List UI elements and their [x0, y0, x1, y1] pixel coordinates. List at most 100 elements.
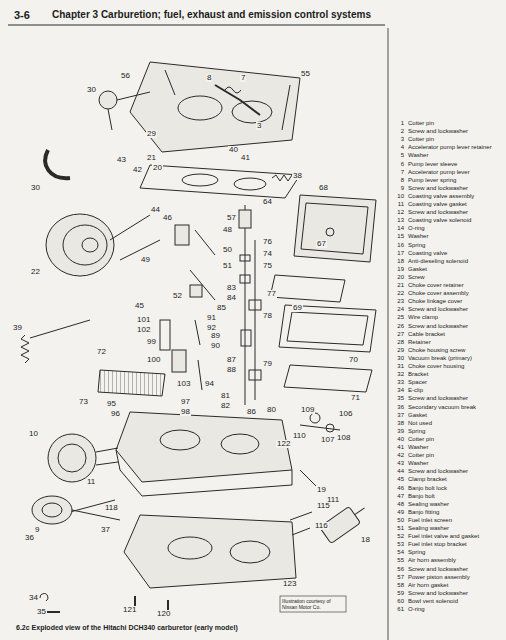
callout-number: 106: [338, 410, 353, 418]
part-name: Pump lever sleeve: [408, 161, 457, 167]
callout-number: 56: [120, 72, 131, 80]
part-name: Spacer: [408, 379, 427, 385]
part-number: 39: [390, 428, 404, 434]
part-name: Choke linkage cover: [408, 298, 462, 304]
part-number: 55: [390, 557, 404, 563]
part-number: 17: [390, 250, 404, 256]
callout-number: 84: [226, 294, 237, 302]
part-number: 36: [390, 404, 404, 410]
part-name: Accelerator pump lever: [408, 169, 470, 175]
part-name: Secondary vacuum break: [408, 404, 476, 410]
callout-number: 88: [226, 366, 237, 374]
part-name: Screw and lockwasher: [408, 323, 468, 329]
callout-number: 67: [316, 240, 327, 248]
part-number: 18: [390, 258, 404, 264]
callout-number: 89: [210, 332, 221, 340]
callout-number: 115: [316, 502, 331, 510]
callout-number: 122: [276, 440, 291, 448]
callout-number: 42: [132, 166, 143, 174]
callout-number: 30: [86, 86, 97, 94]
part-number: 35: [390, 395, 404, 401]
callout-number: 57: [226, 214, 237, 222]
part-number: 49: [390, 509, 404, 515]
callout-number: 96: [110, 410, 121, 418]
part-number: 31: [390, 363, 404, 369]
callout-number: 9: [34, 526, 40, 534]
part-name: Screw and lockwasher: [408, 306, 468, 312]
part-name: Fuel inlet screen: [408, 517, 452, 523]
callout-number: 108: [336, 434, 351, 442]
callout-number: 41: [240, 154, 251, 162]
callout-number: 86: [246, 408, 257, 416]
callout-number: 20: [152, 164, 163, 172]
part-number: 14: [390, 225, 404, 231]
part-number: 22: [390, 290, 404, 296]
callout-number: 70: [348, 356, 359, 364]
callout-number: 78: [262, 312, 273, 320]
callout-number: 87: [226, 356, 237, 364]
callout-number: 21: [146, 154, 157, 162]
part-number: 16: [390, 242, 404, 248]
part-number: 23: [390, 298, 404, 304]
part-number: 11: [390, 201, 404, 207]
callout-number: 34: [28, 594, 39, 602]
callout-number: 44: [150, 206, 161, 214]
callout-number: 103: [176, 380, 191, 388]
part-number: 43: [390, 460, 404, 466]
part-number: 30: [390, 355, 404, 361]
part-name: Vacuum break (primary): [408, 355, 472, 361]
part-number: 42: [390, 452, 404, 458]
part-name: E-clip: [408, 387, 423, 393]
part-number: 53: [390, 541, 404, 547]
part-name: Screw: [408, 274, 425, 280]
part-number: 5: [390, 152, 404, 158]
part-number: 52: [390, 533, 404, 539]
part-name: Washer: [408, 460, 428, 466]
part-number: 28: [390, 339, 404, 345]
callout-number: 102: [136, 326, 151, 334]
part-name: Air horn assembly: [408, 557, 456, 563]
callout-number: 3: [256, 122, 262, 130]
callout-number: 110: [292, 432, 307, 440]
callout-number: 64: [262, 198, 273, 206]
callout-number: 94: [204, 380, 215, 388]
part-number: 38: [390, 420, 404, 426]
part-number: 26: [390, 323, 404, 329]
callout-number: 55: [300, 70, 311, 78]
callout-number: 36: [24, 534, 35, 542]
callout-number: 97: [180, 398, 191, 406]
figure-caption: 6.2c Exploded view of the Hitachi DCH340…: [16, 624, 238, 631]
part-name: Choke housing screw: [408, 347, 465, 353]
part-name: Gasket: [408, 266, 427, 272]
part-name: Spring: [408, 549, 425, 555]
part-name: Wire clamp: [408, 314, 438, 320]
part-number: 12: [390, 209, 404, 215]
part-name: Air horn gasket: [408, 582, 448, 588]
part-number: 48: [390, 501, 404, 507]
callout-number: 95: [106, 400, 117, 408]
callout-number: 69: [292, 304, 303, 312]
part-name: Cable bracket: [408, 331, 445, 337]
part-number: 33: [390, 379, 404, 385]
callout-number: 68: [318, 184, 329, 192]
part-number: 3: [390, 136, 404, 142]
part-number: 61: [390, 606, 404, 612]
part-name: Bracket: [408, 371, 428, 377]
part-name: Spring: [408, 242, 425, 248]
callout-number: 50: [222, 246, 233, 254]
callout-number: 46: [162, 214, 173, 222]
callout-number: 8: [206, 74, 212, 82]
part-name: Sealing washer: [408, 525, 449, 531]
part-name: Banjo fitting: [408, 509, 439, 515]
part-number: 29: [390, 347, 404, 353]
callout-number: 37: [100, 526, 111, 534]
part-name: Fuel inlet stop bracket: [408, 541, 467, 547]
callout-number: 48: [222, 226, 233, 234]
part-name: Power piston assembly: [408, 574, 470, 580]
part-number: 58: [390, 582, 404, 588]
callout-number: 11: [86, 478, 96, 486]
part-number: 47: [390, 493, 404, 499]
callout-number: 30: [30, 184, 41, 192]
part-name: Screw and lockwasher: [408, 209, 468, 215]
callout-number: 19: [316, 486, 327, 494]
